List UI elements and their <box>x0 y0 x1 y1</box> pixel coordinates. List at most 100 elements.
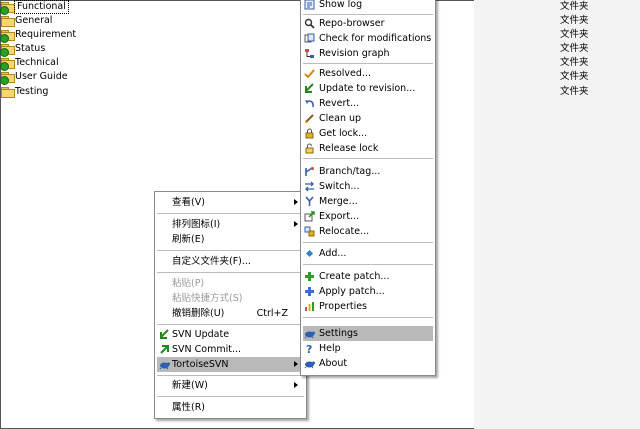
menu-item-branch-tag[interactable]: Branch/tag... <box>303 164 433 179</box>
menu-separator <box>303 158 433 159</box>
folder-icon <box>1 87 15 98</box>
menu-separator <box>303 264 433 265</box>
menu-item-new[interactable]: 新建(W) <box>157 378 304 393</box>
revert-icon <box>305 100 314 108</box>
menu-item-revert[interactable]: Revert... <box>303 96 433 111</box>
folder-name: Functional <box>14 0 69 14</box>
menu-item-release-lock[interactable]: Release lock <box>303 141 433 156</box>
menu-separator <box>157 272 304 273</box>
menu-separator <box>157 213 304 214</box>
menu-item-properties[interactable]: 属性(R) <box>172 402 206 413</box>
svn-ok-overlay-icon <box>0 34 9 43</box>
menu-separator <box>157 375 304 376</box>
folder-name: Testing <box>15 86 49 97</box>
menu-item-paste[interactable]: 粘贴(P) <box>172 278 205 289</box>
menu-separator <box>157 324 304 325</box>
menu-item-svn-commit[interactable]: SVN Commit... <box>157 342 304 357</box>
menu-item-show-log[interactable]: Show log <box>303 0 433 12</box>
folder-icon <box>1 16 15 27</box>
menu-item-switch[interactable]: Switch... <box>303 179 433 194</box>
svn-ok-overlay-icon <box>0 62 9 71</box>
menu-item-merge[interactable]: Merge... <box>303 194 433 209</box>
submenu-arrow-icon <box>294 382 298 388</box>
menu-item-relocate[interactable]: Relocate... <box>303 224 433 239</box>
menu-item-resolved[interactable]: Resolved... <box>303 66 433 81</box>
submenu-arrow-icon <box>294 221 298 227</box>
menu-item-export[interactable]: Export... <box>303 209 433 224</box>
menu-item-paste-shortcut[interactable]: 粘贴快捷方式(S) <box>172 293 243 304</box>
check-modifications-icon <box>304 33 315 43</box>
folder-icon <box>0 58 15 71</box>
svn-ok-overlay-icon <box>0 48 9 57</box>
submenu-arrow-icon <box>294 199 298 205</box>
branch-tag-icon <box>305 167 314 176</box>
menu-item-help[interactable]: ? Help <box>306 343 341 354</box>
help-icon: ? <box>306 343 312 354</box>
folder-icon <box>0 30 15 43</box>
about-icon <box>304 361 315 369</box>
menu-separator <box>303 63 433 64</box>
relocate-icon <box>304 226 315 237</box>
menu-item-clean-up[interactable]: Clean up <box>303 111 433 126</box>
svn-ok-overlay-icon <box>0 6 9 15</box>
menu-separator <box>303 242 433 243</box>
svn-commit-icon <box>160 345 169 354</box>
menu-item-undo-delete[interactable]: 撤销删除(U)Ctrl+Z <box>172 308 288 319</box>
details-pane <box>474 0 640 429</box>
folder-name: User Guide <box>15 71 68 82</box>
tortoise-icon <box>159 362 170 370</box>
svg-text:?: ? <box>306 343 312 354</box>
folder-name: Requirement <box>15 29 77 40</box>
menu-item-repo-browser[interactable]: Repo-browser <box>303 16 433 31</box>
menu-item-arrange-icons[interactable]: 排列图标(I) <box>157 217 304 232</box>
settings-icon <box>304 331 315 339</box>
menu-separator <box>303 14 433 15</box>
folder-type: 文件夹 <box>560 1 589 12</box>
folder-name: Technical <box>15 57 59 68</box>
context-menu: 查看(V) 排列图标(I) 刷新(E) 自定义文件夹(F)... 粘贴(P) 粘… <box>154 191 307 419</box>
svn-ok-overlay-icon <box>0 76 9 85</box>
menu-item-add[interactable]: Add... <box>303 246 433 261</box>
resolved-icon <box>304 69 315 79</box>
submenu-arrow-icon <box>294 361 298 367</box>
menu-item-settings[interactable]: Settings <box>303 326 433 341</box>
menu-item-view[interactable]: 查看(V) <box>157 195 304 210</box>
menu-item-check-modifications[interactable]: Check for modifications <box>303 31 433 46</box>
switch-icon <box>305 181 314 192</box>
menu-item-svn-properties[interactable]: Properties <box>303 299 433 314</box>
svn-update-icon <box>160 329 169 339</box>
menu-separator <box>157 396 304 397</box>
menu-item-create-patch[interactable]: Create patch... <box>303 269 433 284</box>
revision-graph-icon <box>305 49 314 58</box>
menu-separator <box>303 317 433 318</box>
menu-item-revision-graph[interactable]: Revision graph <box>303 46 433 61</box>
folder-icon <box>0 72 15 85</box>
folder-type: 文件夹 <box>560 57 589 68</box>
folder-type: 文件夹 <box>560 15 589 26</box>
folder-type: 文件夹 <box>560 71 589 82</box>
update-to-revision-icon <box>305 83 314 93</box>
folder-type: 文件夹 <box>560 86 589 97</box>
folder-name: General <box>15 15 53 26</box>
export-icon <box>304 211 315 222</box>
add-icon <box>306 250 313 257</box>
menu-item-apply-patch[interactable]: Apply patch... <box>303 284 433 299</box>
merge-icon <box>305 196 314 206</box>
menu-item-update-to-revision[interactable]: Update to revision... <box>303 81 433 96</box>
menu-item-tortoisesvn[interactable]: TortoiseSVN <box>157 357 304 372</box>
menu-item-svn-update[interactable]: SVN Update <box>157 327 304 342</box>
show-log-icon <box>304 0 315 10</box>
folder-type: 文件夹 <box>560 43 589 54</box>
folder-type: 文件夹 <box>560 29 589 40</box>
clean-up-icon <box>305 114 314 123</box>
menu-item-get-lock[interactable]: Get lock... <box>303 126 433 141</box>
menu-item-about[interactable]: About <box>303 356 433 371</box>
menu-item-customize-folder[interactable]: 自定义文件夹(F)... <box>172 256 251 267</box>
tortoisesvn-submenu: Show log Repo-browser Check for modifica… <box>300 0 436 376</box>
create-patch-icon <box>305 272 314 281</box>
unlock-icon <box>305 143 314 154</box>
folder-icon <box>0 2 15 15</box>
folder-name: Status <box>15 43 46 54</box>
menu-item-refresh[interactable]: 刷新(E) <box>172 234 205 245</box>
repo-browser-icon <box>304 18 315 29</box>
